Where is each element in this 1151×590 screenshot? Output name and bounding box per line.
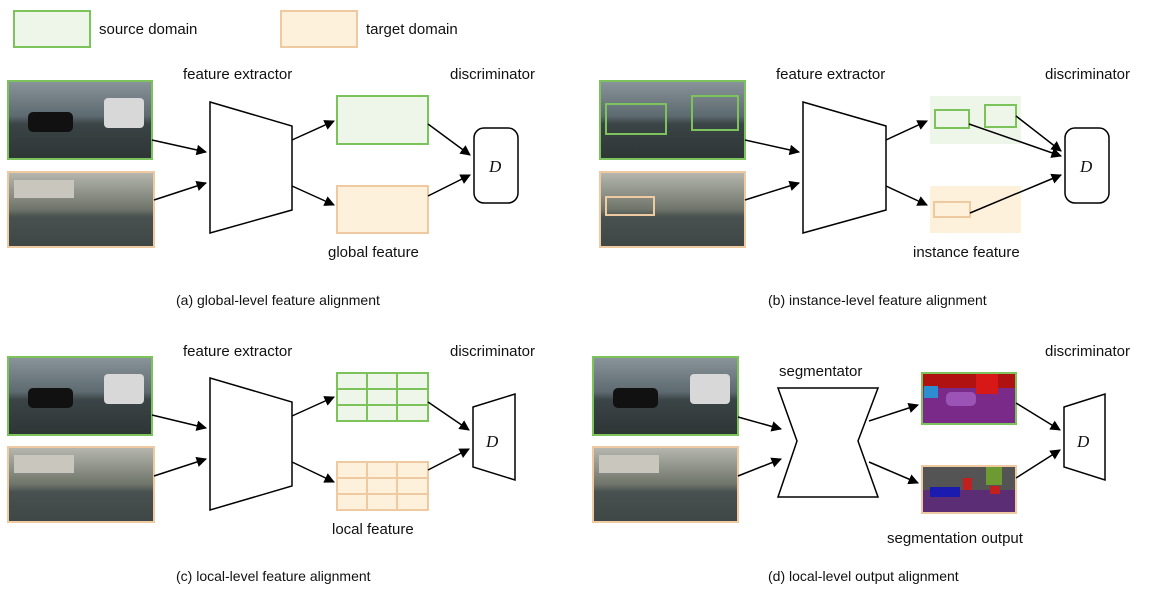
source-domain-swatch [13, 10, 91, 48]
caption-a: (a) global-level feature alignment [176, 292, 380, 308]
instance-feature-target-box [933, 201, 971, 218]
global-feature-source [336, 95, 429, 145]
segmentator-label: segmentator [779, 363, 862, 380]
source-image [7, 356, 153, 436]
caption-d: (d) local-level output alignment [768, 568, 959, 584]
discriminator-label: discriminator [1045, 343, 1130, 360]
feature-extractor-trapezoid [802, 101, 887, 234]
discriminator-symbol: D [1076, 432, 1090, 451]
caption-c: (c) local-level feature alignment [176, 568, 371, 584]
global-feature-label: global feature [328, 244, 419, 261]
discriminator-trapezoid [1063, 392, 1106, 482]
segmentation-output-label: segmentation output [887, 530, 1024, 547]
panel-d: segmentator segmentation output discrimi… [592, 343, 1130, 584]
panel-b: feature extractor instance feature discr… [599, 66, 1130, 308]
target-domain-label: target domain [366, 21, 458, 38]
legend: source domain target domain [13, 10, 458, 48]
discriminator-symbol: D [1079, 157, 1093, 176]
target-image [7, 171, 155, 248]
discriminator-label: discriminator [450, 66, 535, 83]
local-feature-source-grid [336, 372, 429, 422]
target-image [592, 446, 739, 523]
discriminator-label: discriminator [450, 343, 535, 360]
discriminator-symbol: D [488, 157, 502, 176]
source-image [7, 80, 153, 160]
segmentator-hourglass [776, 387, 880, 498]
target-domain-swatch [280, 10, 358, 48]
discriminator-trapezoid [472, 392, 516, 482]
feature-extractor-trapezoid [209, 376, 293, 512]
feature-extractor-trapezoid [209, 100, 293, 234]
instance-feature-label: instance feature [913, 244, 1020, 261]
source-domain-label: source domain [99, 21, 197, 38]
global-feature-target [336, 185, 429, 234]
source-image [599, 80, 746, 160]
local-feature-target-grid [336, 461, 429, 511]
local-feature-label: local feature [332, 521, 414, 538]
segmentation-output-source [921, 372, 1017, 425]
segmentation-output-target [921, 465, 1017, 514]
instance-feature-source-box [934, 109, 970, 129]
feature-extractor-label: feature extractor [183, 343, 292, 360]
target-image [7, 446, 155, 523]
discriminator-symbol: D [485, 432, 499, 451]
discriminator-box [1064, 127, 1110, 204]
panel-a: feature extractor global feature discrim… [7, 66, 535, 308]
discriminator-label: discriminator [1045, 66, 1130, 83]
instance-feature-source-box [984, 104, 1017, 128]
feature-extractor-label: feature extractor [776, 66, 885, 83]
target-image [599, 171, 746, 248]
panel-c: feature extractor local feature discrimi… [7, 343, 535, 584]
caption-b: (b) instance-level feature alignment [768, 292, 987, 308]
feature-extractor-label: feature extractor [183, 66, 292, 83]
discriminator-box [473, 127, 519, 204]
source-image [592, 356, 739, 436]
